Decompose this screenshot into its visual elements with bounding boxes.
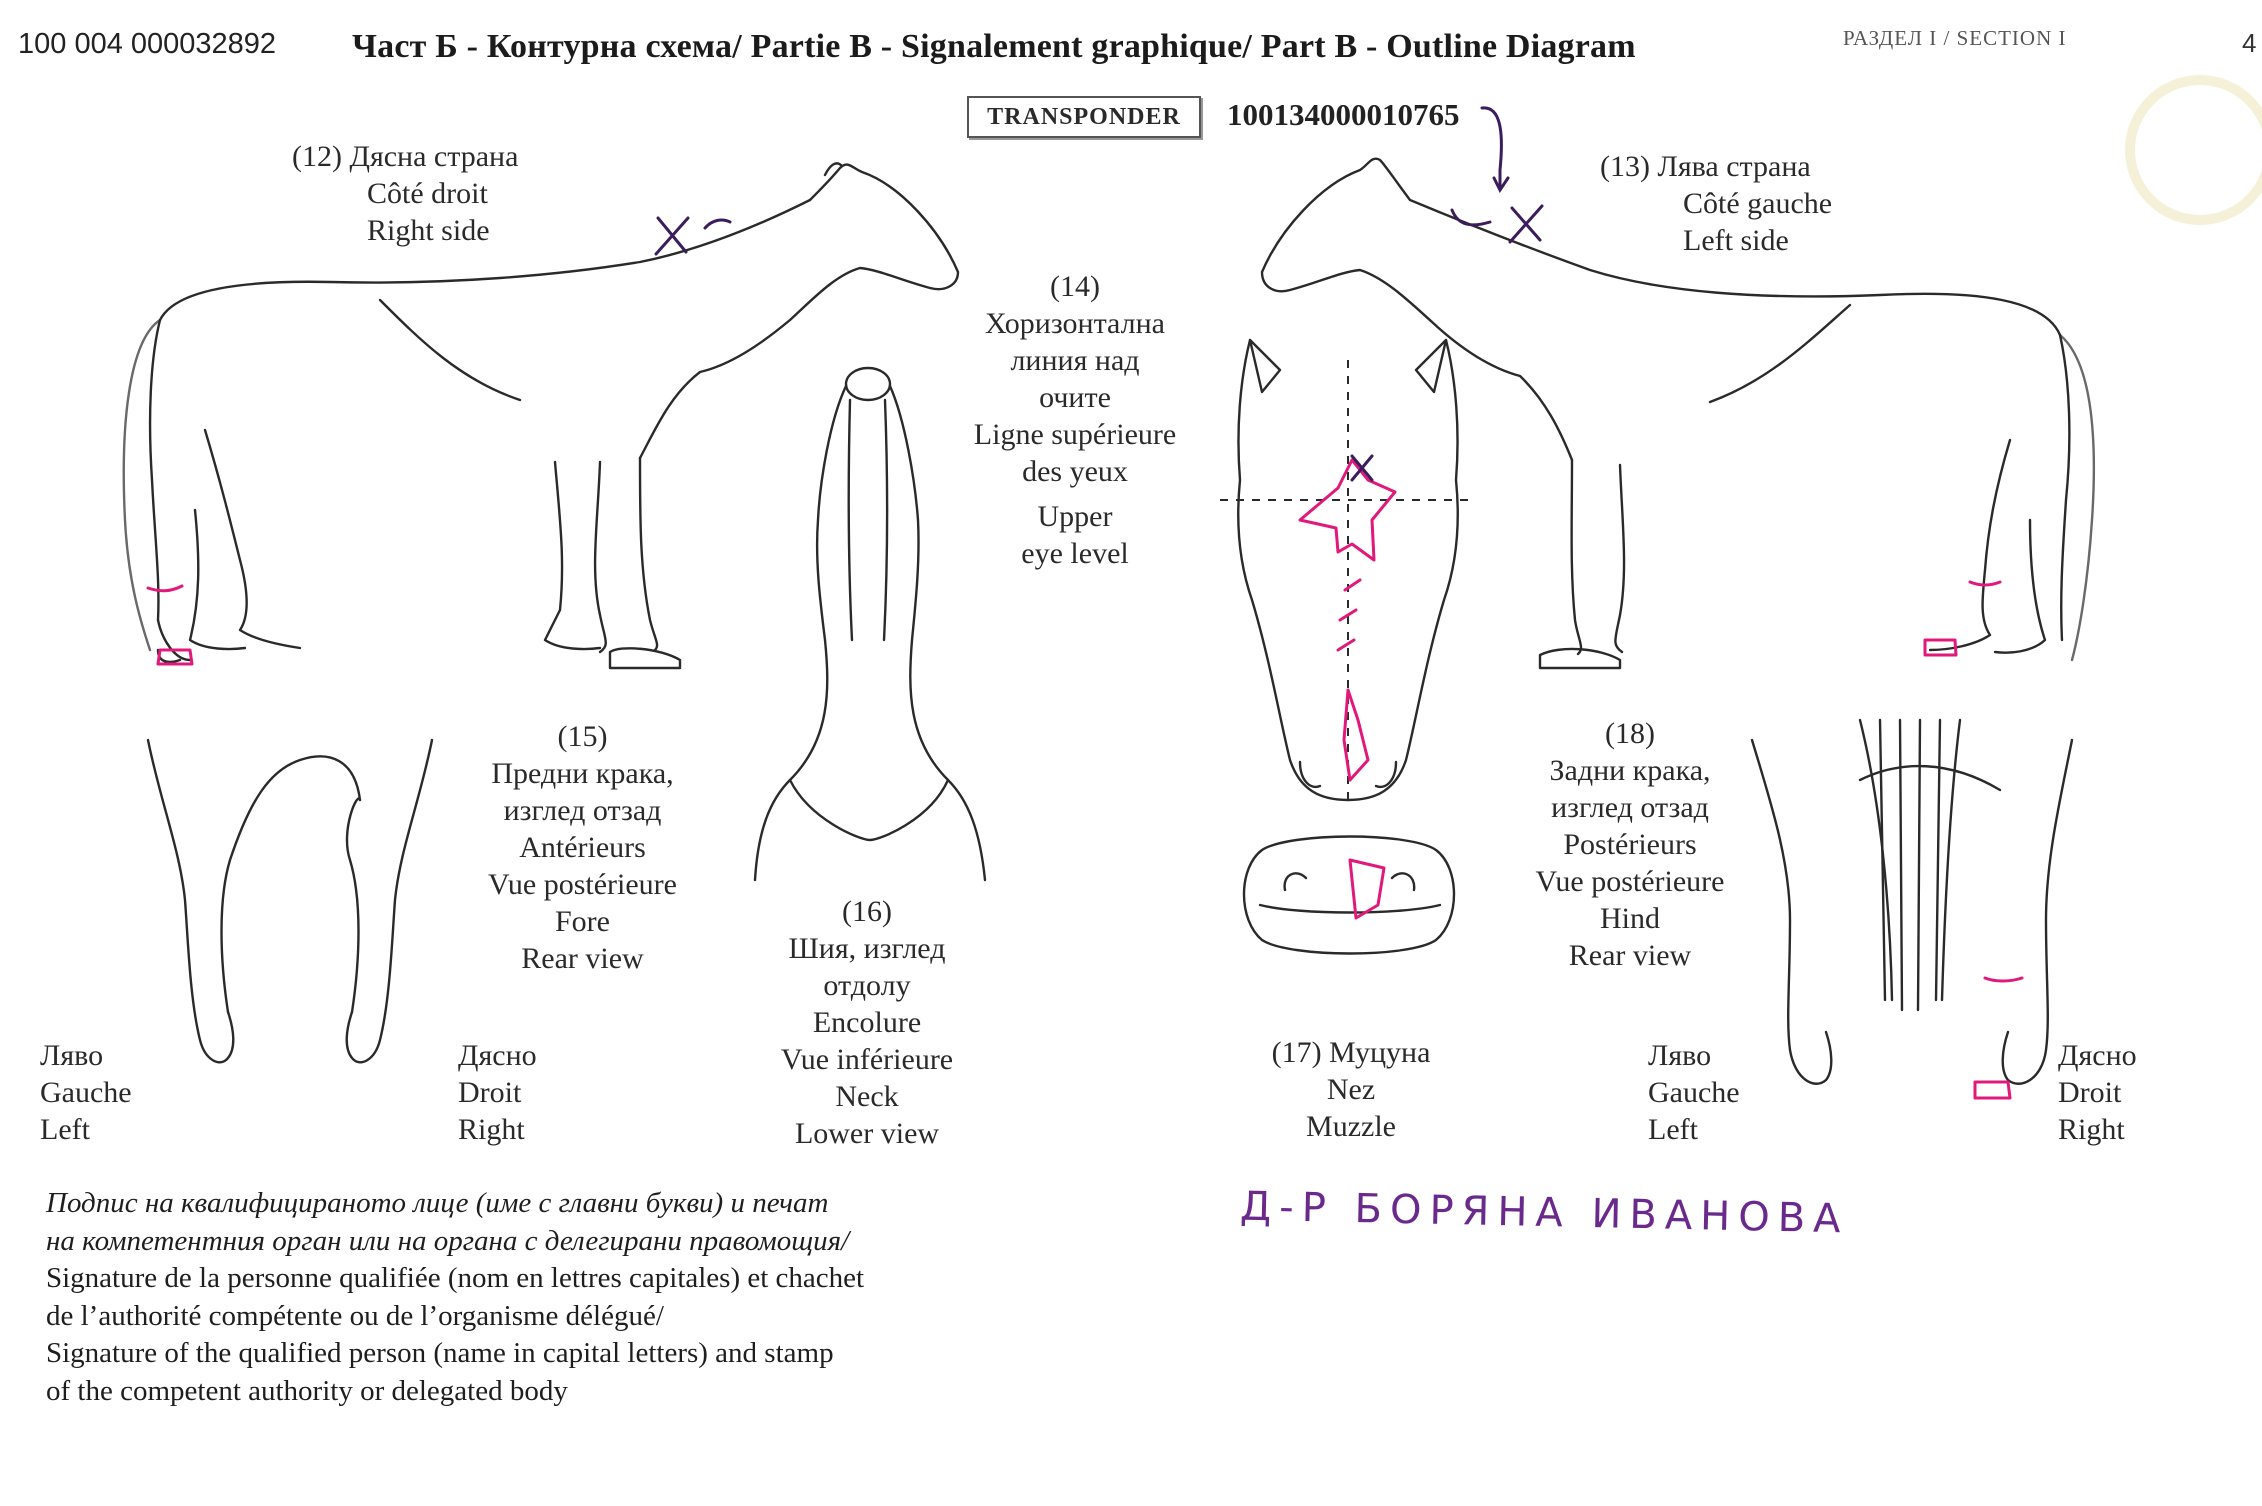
neck-lower-view-outline: [753, 366, 987, 882]
forelegs-label: (15) Предни крака, изглед отзад Antérieu…: [488, 720, 677, 975]
head-star-marking: [1298, 458, 1397, 782]
forelegs-left-label: Ляво Gauche Left: [40, 1039, 132, 1146]
section-label: РАЗДЕЛ I / SECTION I: [1843, 26, 2067, 50]
right-side-label: (12) Дясна страна Côté droit Right side: [292, 140, 519, 247]
page-number: 4: [2242, 28, 2257, 58]
muzzle-label: (17) Муцуна Nez Muzzle: [1271, 1036, 1431, 1143]
left-side-label: (13) Лява страна Côté gauche Left side: [1600, 150, 1833, 257]
horse-left-side-outline: [1260, 157, 2096, 670]
right-side-markings: [146, 584, 194, 666]
transponder-number: 100134000010765: [1227, 97, 1460, 132]
hindlegs-label: (18) Задни крака, изглед отзад Postérieu…: [1535, 717, 1725, 972]
hindlegs-rear-view-outline: [1750, 718, 2074, 1085]
muzzle-outline: [1242, 835, 1456, 955]
page-title: Част Б - Контурна схема/ Partie B - Sign…: [352, 28, 1636, 65]
signature-caption: Подпис на квалифицираното лице (име с гл…: [46, 1187, 865, 1407]
forelegs-right-label: Дясно Droit Right: [458, 1039, 537, 1146]
right-side-transponder-mark: [654, 216, 732, 256]
hindlegs-left-label: Ляво Gauche Left: [1648, 1039, 1740, 1146]
transponder-label: TRANSPONDER: [967, 96, 1201, 138]
eye-level-label: (14) Хоризонтална линия над очите Ligne …: [973, 270, 1177, 570]
forelegs-rear-view-outline: [146, 738, 434, 1064]
hindleg-markings: [1973, 976, 2024, 1100]
muzzle-marking: [1348, 858, 1386, 920]
left-side-transponder-mark: [1450, 106, 1544, 244]
head-cross-mark: [1350, 454, 1374, 482]
document-number: 100 004 000032892: [18, 28, 277, 60]
hindlegs-right-label: Дясно Droit Right: [2058, 1039, 2137, 1146]
left-side-markings: [1923, 580, 2002, 657]
neck-label: (16) Шия, изглед отдолу Encolure Vue inf…: [780, 895, 954, 1150]
horse-right-side-outline: [122, 162, 960, 670]
watermark-seal: [2125, 75, 2262, 225]
